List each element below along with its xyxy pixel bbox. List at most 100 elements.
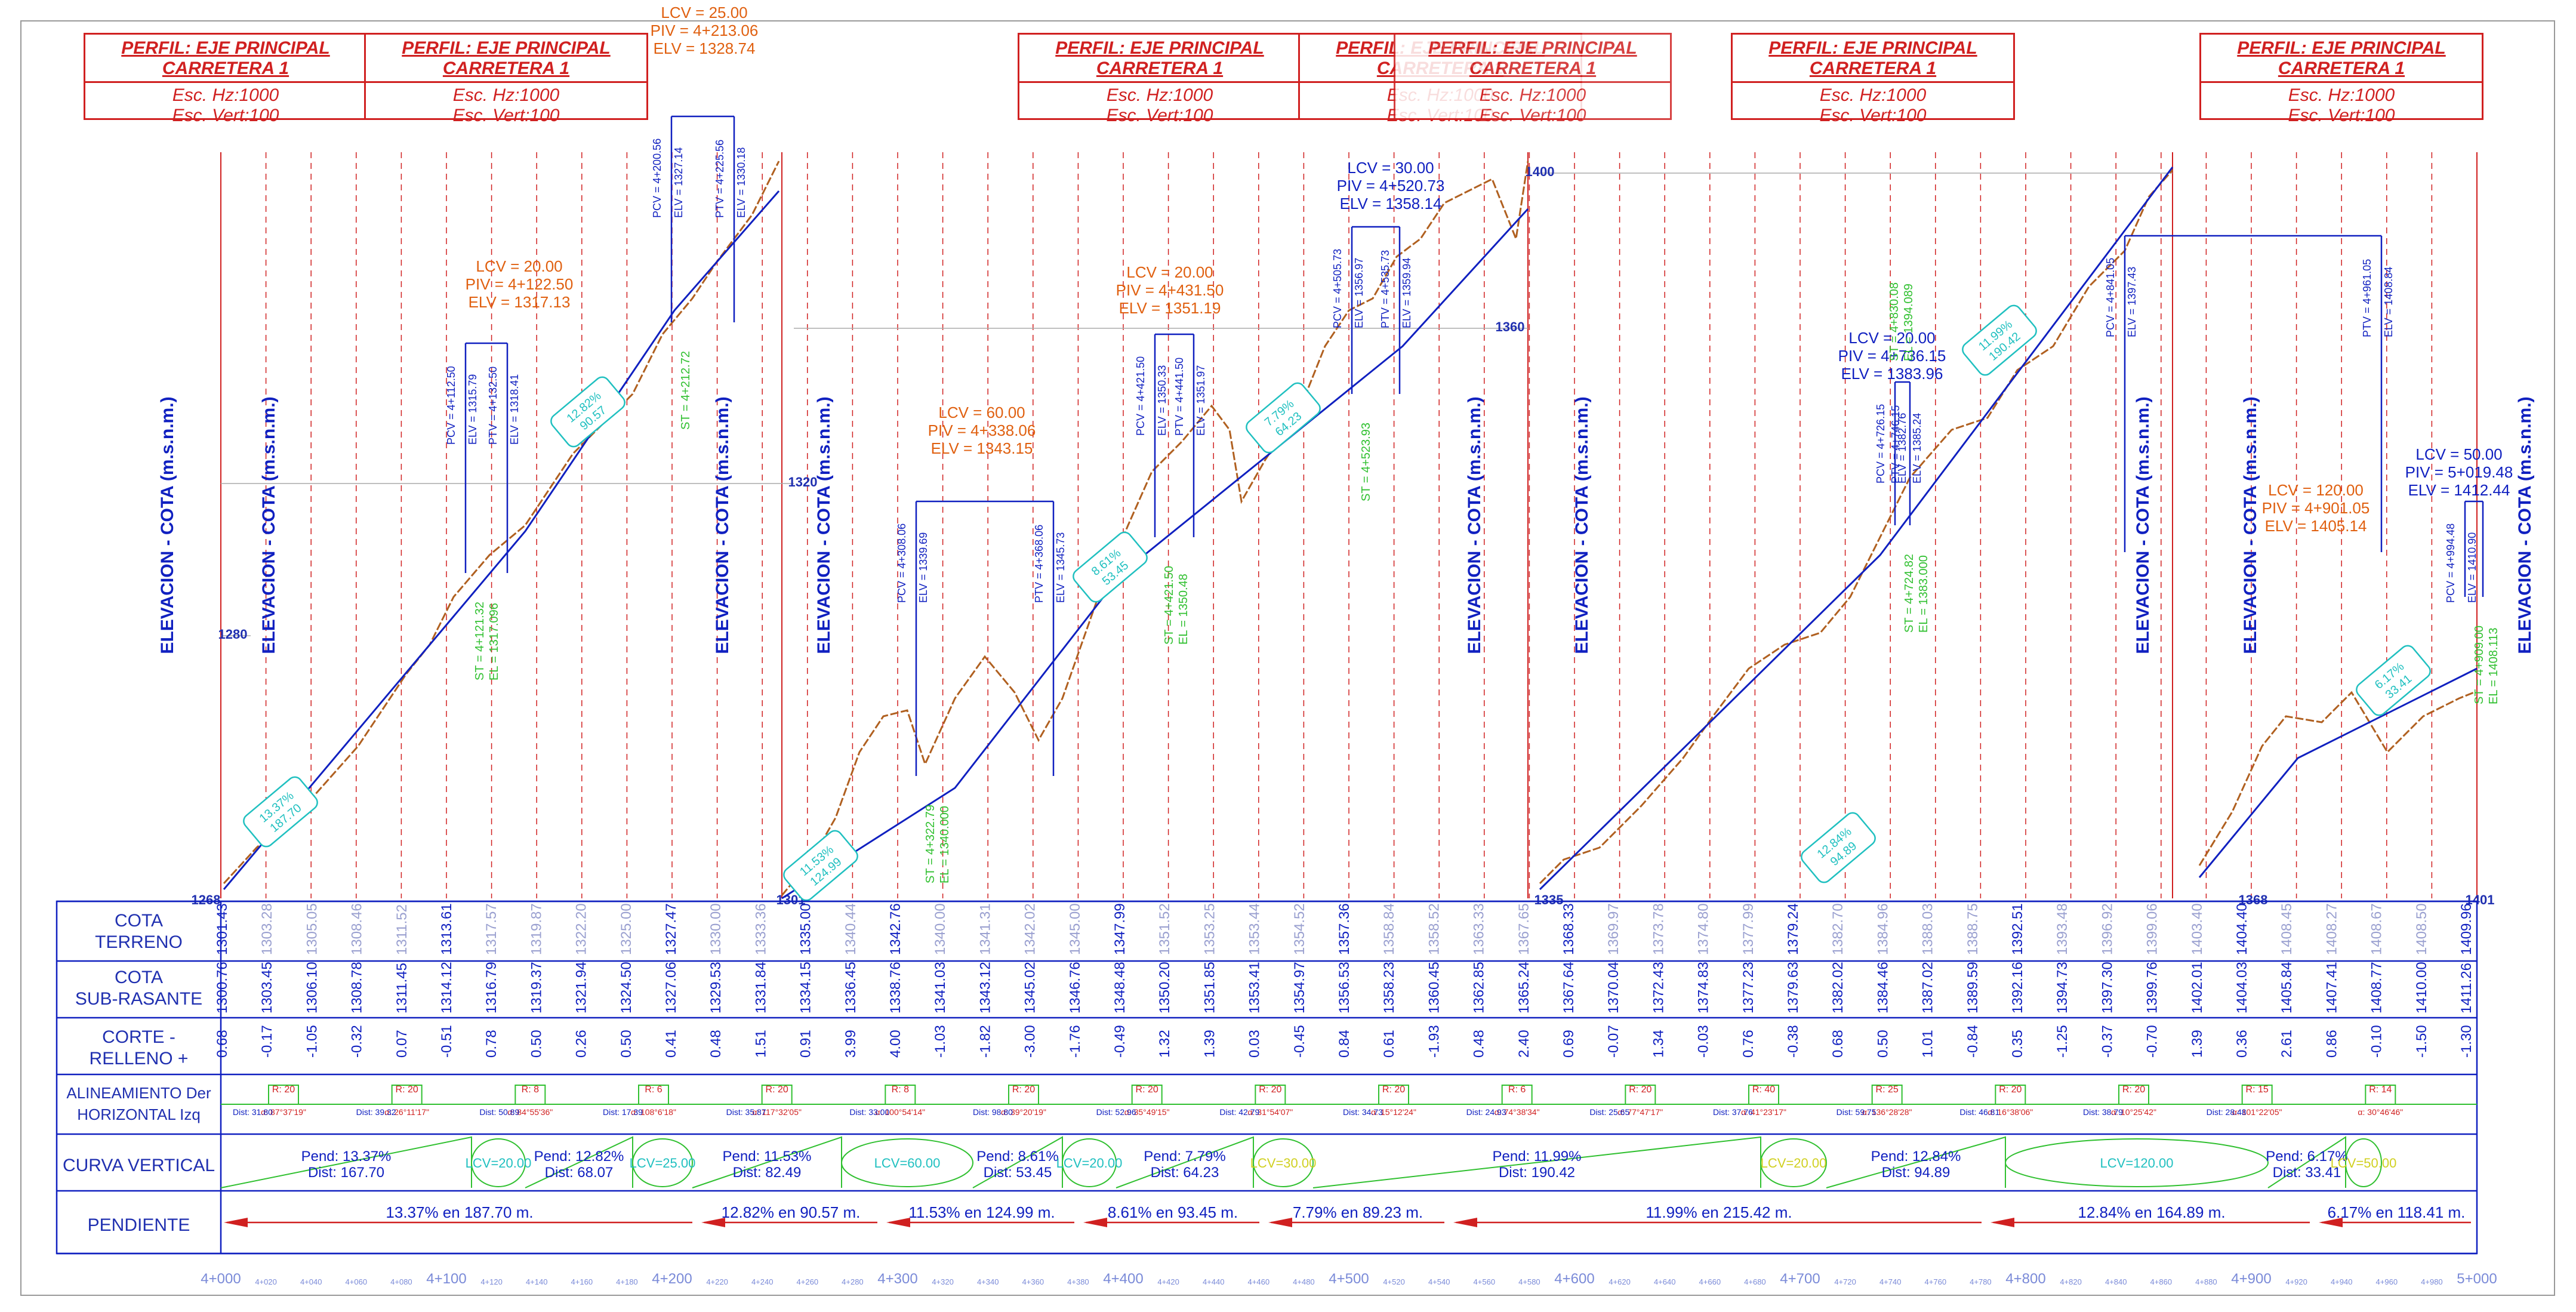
curve-piv-label: PIV = 5+019.48	[2405, 463, 2513, 481]
corte-relleno-value: -1.03	[932, 1025, 948, 1058]
cota-terreno-value: 1333.36	[753, 903, 769, 955]
alignment-distance: Dist: 42.79	[1219, 1107, 1259, 1117]
ptv-label: PTV = 4+961.05	[2361, 259, 2373, 337]
minor-station-label: 4+820	[2060, 1277, 2082, 1286]
cota-subrasante-value: 1397.30	[2099, 962, 2115, 1014]
elevation-label: 1280	[218, 627, 248, 642]
minor-station-label: 4+720	[1834, 1277, 1856, 1286]
alignment-curve-box	[885, 1085, 916, 1105]
cota-terreno-value: 1358.52	[1426, 903, 1442, 955]
row-label-text: RELLENO +	[89, 1049, 189, 1068]
minor-station-label: 4+080	[390, 1277, 412, 1286]
corte-relleno-value: -0.03	[1696, 1025, 1712, 1058]
row-label-text: COTA	[114, 968, 164, 987]
title-line3: Esc. Vert:100	[1106, 106, 1213, 125]
cota-subrasante-value: 1405.84	[2279, 962, 2295, 1014]
row-label-curva-vertical: CURVA VERTICAL	[57, 1155, 221, 1177]
vertical-curve-arc	[1062, 1138, 1117, 1187]
cota-terreno-value: 1382.70	[1830, 903, 1846, 955]
vertical-curve-arc	[632, 1138, 693, 1187]
ptv-elv-label: ELV = 1408.84	[2383, 267, 2395, 337]
alignment-angle: α: 41°23'17"	[1741, 1107, 1786, 1117]
station-label: 4+200	[652, 1271, 692, 1287]
ptv-label: PTV = 4+132.50	[487, 367, 499, 445]
cota-subrasante-value: 1407.41	[2324, 962, 2340, 1014]
curve-lcv-label: LCV = 20.00	[1126, 263, 1213, 281]
cota-subrasante-value: 1334.15	[798, 962, 814, 1014]
minor-station-label: 4+460	[1248, 1277, 1270, 1286]
alignment-angle: α: 30°46'46"	[2358, 1107, 2403, 1117]
alignment-radius: R: 20	[766, 1085, 788, 1095]
alignment-radius: R: 15	[2246, 1085, 2269, 1095]
cota-subrasante-value: 1362.85	[1471, 962, 1487, 1014]
cota-subrasante-value: 1308.78	[349, 962, 365, 1014]
ptv-elv-label: ELV = 1318.41	[509, 374, 520, 445]
alignment-distance: Dist: 24.93	[1466, 1107, 1506, 1117]
corte-relleno-value: 0.50	[618, 1030, 634, 1058]
pcv-elv-label: ELV = 1410.90	[2466, 532, 2478, 603]
corte-relleno-value: -0.84	[1965, 1025, 1981, 1058]
cota-terreno-value: 1342.76	[888, 903, 904, 955]
alignment-angle: α: 26°11'17"	[384, 1107, 429, 1117]
vertical-pend: Pend: 8.61%	[976, 1148, 1058, 1165]
title-line2: Esc. Hz:1000	[1819, 85, 1927, 105]
alignment-distance: Dist: 38.79	[2083, 1107, 2123, 1117]
pcv-label: PCV = 4+994.48	[2445, 523, 2457, 603]
curve-lcv-label: LCV = 20.00	[476, 257, 562, 275]
cota-terreno-value: 1369.97	[1606, 903, 1622, 955]
cota-subrasante-value: 1411.26	[2458, 963, 2475, 1014]
cota-subrasante-value: 1316.79	[483, 962, 500, 1014]
ptv-elv-label: ELV = 1330.18	[735, 147, 747, 218]
cota-terreno-value: 1404.40	[2234, 903, 2250, 955]
cota-terreno-value: 1368.33	[1561, 903, 1577, 955]
cota-terreno-value: 1408.67	[2369, 903, 2385, 955]
pcv-label: PCV = 4+421.50	[1135, 356, 1147, 436]
alignment-distance: Dist: 98.80	[973, 1107, 1013, 1117]
cota-subrasante-value: 1402.01	[2189, 962, 2205, 1014]
cota-terreno-value: 1357.36	[1336, 903, 1352, 955]
cota-terreno-value: 1377.99	[1740, 903, 1757, 955]
grade-box-frame	[550, 376, 625, 448]
grade-label: 12.82% en 90.57 m.	[722, 1203, 861, 1221]
alignment-curve-box	[1995, 1085, 2026, 1105]
vertical-pend: Pend: 7.79%	[1144, 1148, 1225, 1165]
vertical-curve-lcv: LCV=20.00	[1056, 1156, 1123, 1171]
cota-subrasante-value: 1399.76	[2144, 962, 2161, 1014]
curve-piv-label: PIV = 4+338.06	[928, 421, 1036, 439]
alignment-radius: R: 20	[1382, 1085, 1405, 1095]
cota-terreno-value: 1351.52	[1157, 903, 1173, 955]
cota-subrasante-value: 1343.12	[977, 962, 993, 1014]
row-label-text: COTA	[114, 911, 164, 931]
alignment-angle: α: 31°54'07"	[1247, 1107, 1293, 1117]
cota-terreno-value: 1305.05	[304, 903, 320, 955]
cota-subrasante-value: 1382.02	[1830, 962, 1846, 1014]
station-green-label: ST = 4+421.50	[1163, 566, 1176, 645]
title-line1: PERFIL: EJE PRINCIPAL CARRETERA 1	[2237, 38, 2446, 78]
corte-relleno-value: 0.35	[2010, 1030, 2026, 1058]
alignment-angle: α: 87°37'19"	[261, 1107, 306, 1117]
terrain-line	[223, 161, 780, 885]
alignment-angle: α: 16°38'06"	[1988, 1107, 2033, 1117]
axis-title: ELEVACION - COTA (m.s.n.m.)	[2241, 396, 2260, 654]
alignment-radius: R: 40	[1752, 1085, 1775, 1095]
corte-relleno-value: -1.93	[1426, 1025, 1442, 1058]
alignment-curve-box	[1008, 1085, 1039, 1105]
grade-box: 7.79%64.23	[1246, 382, 1321, 454]
pcv-label: PCV = 4+726.15	[1875, 404, 1887, 483]
cota-subrasante-value: 1372.43	[1650, 962, 1666, 1014]
corte-relleno-value: -0.17	[259, 1025, 275, 1058]
grade-arrow-head	[1083, 1218, 1107, 1227]
title-line3: Esc. Vert:100	[172, 106, 279, 125]
vertical-dist: Dist: 64.23	[1151, 1165, 1219, 1181]
minor-station-label: 4+020	[255, 1277, 277, 1286]
alignment-distance: Dist: 33.00	[849, 1107, 889, 1117]
alignment-distance: Dist: 37.76	[1713, 1107, 1753, 1117]
minor-station-label: 4+840	[2105, 1277, 2127, 1286]
corte-relleno-value: 0.68	[1830, 1030, 1846, 1058]
vertical-curve-lcv: LCV=50.00	[2331, 1156, 2397, 1171]
cota-subrasante-value: 1365.24	[1516, 962, 1532, 1014]
cota-subrasante-value: 1387.02	[1920, 962, 1936, 1014]
ptv-label: PTV = 4+535.73	[1379, 250, 1391, 328]
cota-terreno-value: 1342.02	[1022, 903, 1039, 955]
grade-box: 13.37%187.70	[243, 776, 318, 848]
